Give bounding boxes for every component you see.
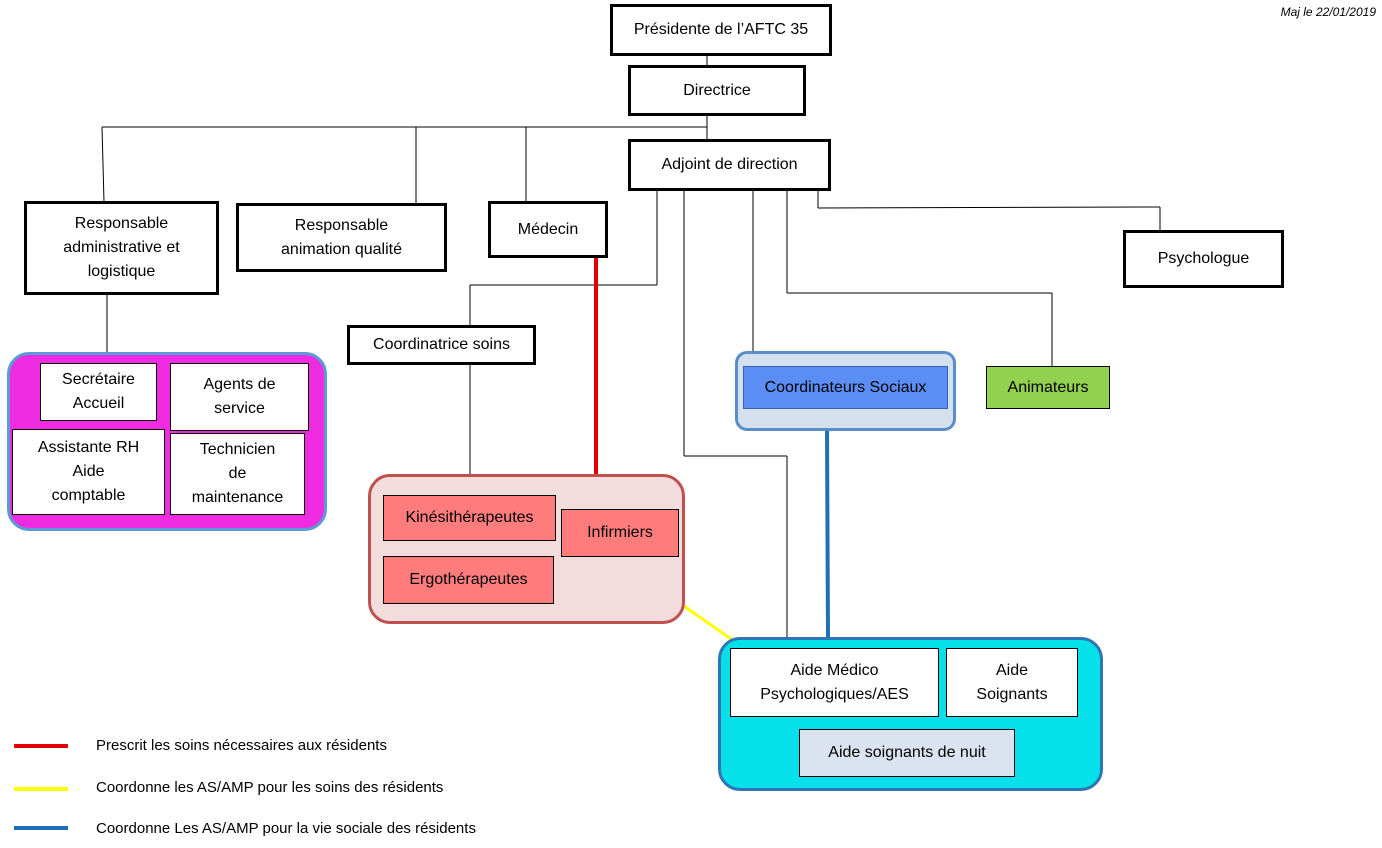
legend-text-blue: Coordonne Les AS/AMP pour la vie sociale… xyxy=(96,820,476,837)
node-aide-medico-psychologiques: Aide Médico Psychologiques/AES xyxy=(730,648,939,717)
node-aide-soignants-nuit: Aide soignants de nuit xyxy=(799,729,1015,777)
legend-swatch-yellow xyxy=(14,787,68,791)
node-agents-service: Agents de service xyxy=(170,363,309,431)
node-psychologue: Psychologue xyxy=(1123,230,1284,288)
legend-text-yellow: Coordonne les AS/AMP pour les soins des … xyxy=(96,779,444,796)
node-infirmiers: Infirmiers xyxy=(561,509,679,557)
node-ergotherapeutes: Ergothérapeutes xyxy=(383,556,554,604)
legend-swatch-red xyxy=(14,744,68,748)
legend-text-red: Prescrit les soins nécessaires aux résid… xyxy=(96,737,387,754)
legend-swatch-blue xyxy=(14,826,68,830)
node-technicien-maintenance: Technicien de maintenance xyxy=(170,433,305,515)
node-aide-soignants: Aide Soignants xyxy=(946,648,1078,717)
node-secretaire-accueil: Secrétaire Accueil xyxy=(40,363,157,421)
node-animateurs: Animateurs xyxy=(986,366,1110,409)
node-coordinateurs-sociaux: Coordinateurs Sociaux xyxy=(743,366,948,409)
node-responsable-administrative: Responsable administrative et logistique xyxy=(24,201,219,295)
node-responsable-animation: Responsable animation qualité xyxy=(236,203,447,272)
node-medecin: Médecin xyxy=(488,201,608,258)
node-assistante-rh: Assistante RH Aide comptable xyxy=(12,429,165,515)
node-kinesitherapeutes: Kinésithérapeutes xyxy=(383,495,556,541)
update-date: Maj le 22/01/2019 xyxy=(1280,5,1376,19)
node-adjoint-direction: Adjoint de direction xyxy=(628,139,831,191)
node-directrice: Directrice xyxy=(628,65,806,116)
social-coordination-link-blue xyxy=(825,429,830,639)
node-presidente: Présidente de l’AFTC 35 xyxy=(610,4,832,56)
node-coordinatrice-soins: Coordinatrice soins xyxy=(347,325,536,365)
